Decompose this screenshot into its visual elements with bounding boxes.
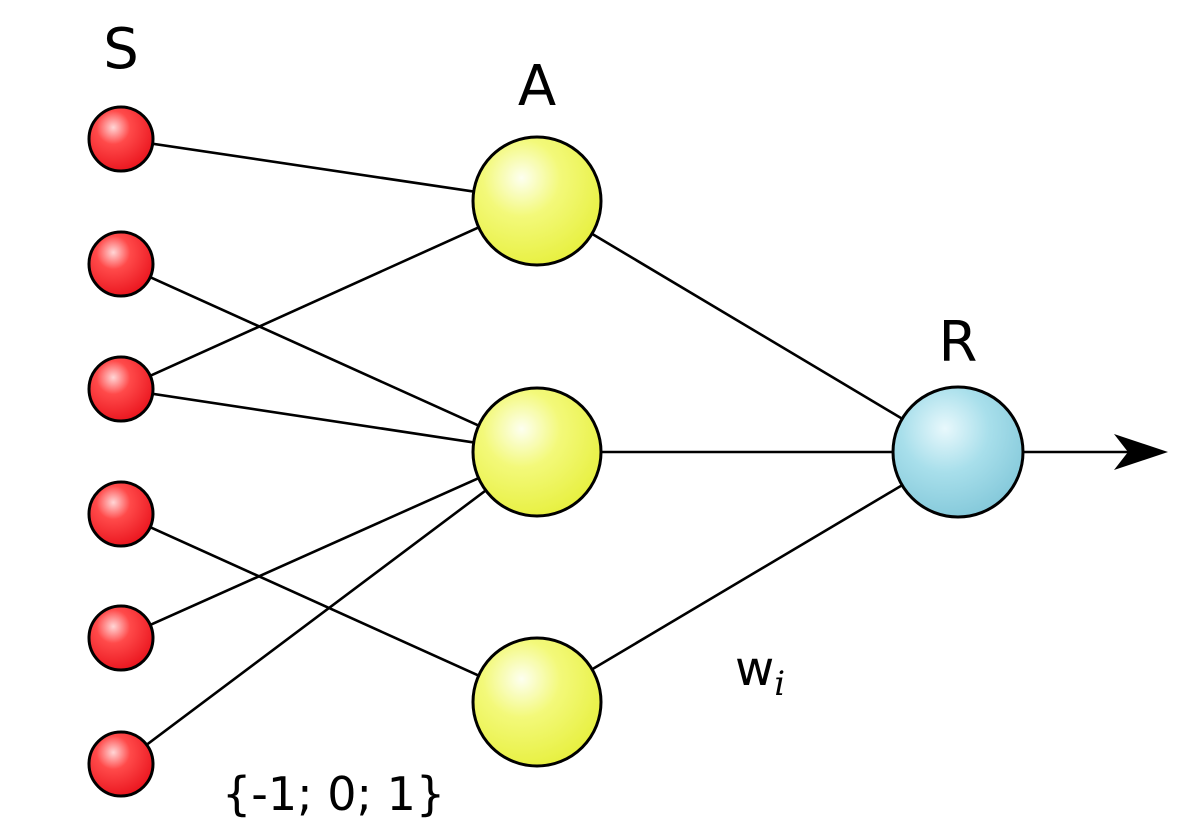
association-node-3: [471, 636, 603, 768]
sensor-node-2: [87, 230, 155, 298]
response-layer: [891, 385, 1025, 519]
edge-s1-a1: [120, 137, 538, 203]
edge-a1-r: [536, 199, 959, 454]
edge-a3-r: [536, 450, 959, 704]
connections: [120, 137, 1168, 766]
sensor-node-6: [87, 730, 155, 798]
edge-s3-a2: [120, 387, 538, 454]
response-layer-label: R: [939, 310, 978, 375]
weight-label: wi: [735, 641, 785, 704]
sensor-layer: [87, 105, 155, 798]
output-arrowhead-icon: [1114, 434, 1168, 470]
association-node-2: [471, 386, 603, 518]
sensor-layer-label: S: [103, 17, 139, 82]
sensor-node-1: [87, 105, 155, 173]
association-layer-label: A: [518, 54, 556, 119]
sensor-node-3: [87, 355, 155, 423]
value-set-label: {-1; 0; 1}: [222, 767, 445, 821]
edge-s2-a2: [120, 262, 538, 454]
edge-s5-a2: [120, 450, 538, 640]
sensor-node-4: [87, 480, 155, 548]
edge-s3-a1: [120, 199, 538, 391]
sensor-node-5: [87, 604, 155, 672]
association-node-1: [471, 135, 603, 267]
response-node: [891, 385, 1025, 519]
association-layer: [471, 135, 603, 768]
weight-label-main: w: [735, 641, 774, 697]
weight-label-subscript: i: [774, 664, 785, 704]
edge-s6-a2: [120, 450, 538, 766]
